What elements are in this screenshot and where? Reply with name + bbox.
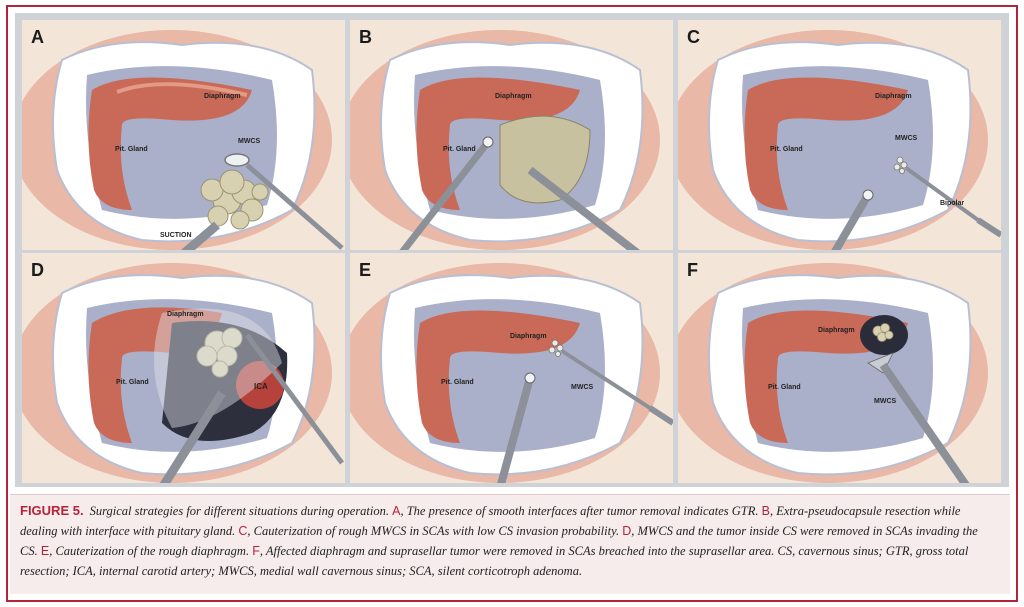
panel-d-illustration (22, 253, 345, 483)
mwcs-label: MWCS (238, 138, 260, 145)
panel-a-illustration (22, 20, 345, 250)
diaphragm-label: Diaphragm (875, 93, 912, 100)
pit-gland-label: Pit. Gland (116, 379, 149, 386)
diaphragm-label: Diaphragm (818, 327, 855, 334)
panel-f: F Diaphragm Pit. Gland MWCS (678, 253, 1001, 483)
bipolar-label: Bipolar (940, 200, 964, 207)
ica-label: ICA (254, 382, 268, 391)
panel-f-illustration (678, 253, 1001, 483)
figure-panels: A Diaphragm Pit. Gland MWCS SUCTION B Di… (15, 13, 1009, 487)
diaphragm-label: Diaphragm (510, 333, 547, 340)
panel-a: A Diaphragm Pit. Gland MWCS SUCTION (22, 20, 345, 250)
pit-gland-label: Pit. Gland (770, 146, 803, 153)
panel-e-illustration (350, 253, 673, 483)
panel-d: D Diaphragm Pit. Gland ICA (22, 253, 345, 483)
caption-text-c: , Cauterization of rough MWCS in SCAs wi… (247, 524, 619, 538)
panel-label: E (359, 260, 371, 281)
suction-label: SUCTION (160, 232, 192, 239)
panel-label: F (687, 260, 698, 281)
mwcs-label: MWCS (895, 135, 917, 142)
caption-key-d: D (622, 524, 631, 538)
caption-text-a: , The presence of smooth interfaces afte… (400, 504, 758, 518)
caption-text-f: , Affected diaphragm and suprasellar tum… (260, 544, 775, 558)
mwcs-label: MWCS (874, 398, 896, 405)
diaphragm-label: Diaphragm (167, 311, 204, 318)
panel-label: B (359, 27, 372, 48)
panel-c-illustration (678, 20, 1001, 250)
caption-key-b: B (762, 504, 770, 518)
panel-label: D (31, 260, 44, 281)
panel-b-illustration (350, 20, 673, 250)
panel-label: A (31, 27, 44, 48)
caption-text-e: , Cauterization of the rough diaphragm. (49, 544, 249, 558)
panel-c: C Diaphragm Pit. Gland MWCS Bipolar (678, 20, 1001, 250)
caption-key-f: F (252, 544, 260, 558)
pit-gland-label: Pit. Gland (443, 146, 476, 153)
figure-caption: FIGURE 5. Surgical strategies for differe… (10, 494, 1010, 594)
pit-gland-label: Pit. Gland (768, 384, 801, 391)
panel-b: B Diaphragm Pit. Gland (350, 20, 673, 250)
pit-gland-label: Pit. Gland (115, 146, 148, 153)
caption-key-e: E (41, 544, 49, 558)
caption-intro: Surgical strategies for different situat… (90, 504, 389, 518)
panel-label: C (687, 27, 700, 48)
pit-gland-label: Pit. Gland (441, 379, 474, 386)
mwcs-label: MWCS (571, 384, 593, 391)
panel-e: E Diaphragm Pit. Gland MWCS (350, 253, 673, 483)
diaphragm-label: Diaphragm (204, 93, 241, 100)
diaphragm-label: Diaphragm (495, 93, 532, 100)
caption-title: FIGURE 5. (20, 503, 84, 518)
